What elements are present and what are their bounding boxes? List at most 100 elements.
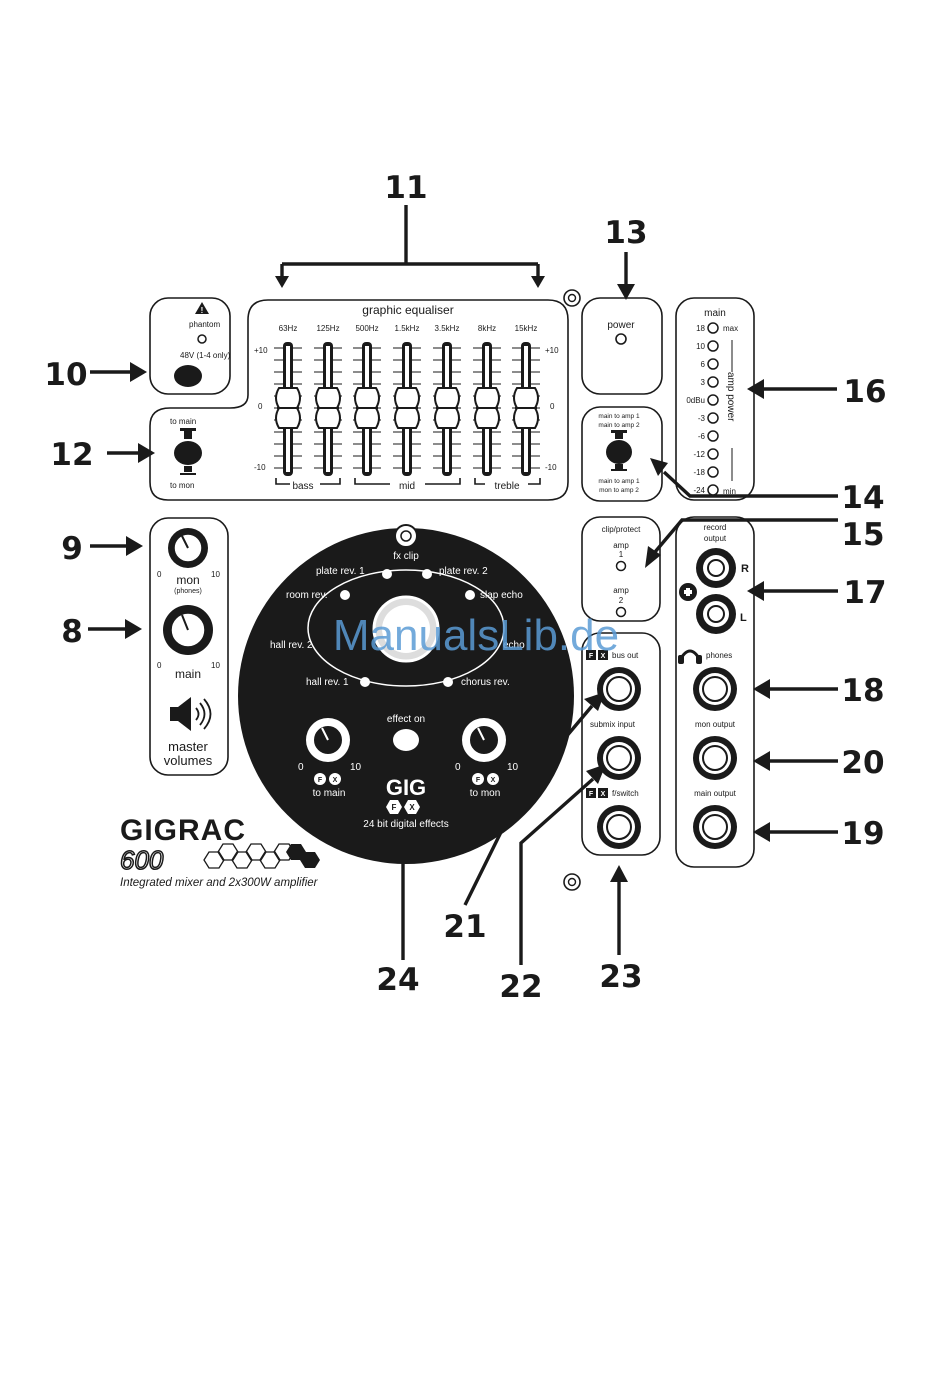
fx-mon-scale-max: 10: [507, 762, 519, 773]
eq-fader[interactable]: [433, 342, 461, 476]
preset-dot: [465, 590, 475, 600]
callout-18: 18: [841, 673, 884, 709]
main-volume-knob[interactable]: [163, 605, 213, 655]
svg-text:F: F: [476, 777, 481, 784]
eq-band-labels: 63Hz 125Hz 500Hz 1.5kHz 3.5kHz 8kHz 15kH…: [279, 324, 538, 333]
preset-label: room rev.: [286, 590, 328, 601]
fx-mon-scale-min: 0: [455, 762, 461, 773]
fx-to-mon-knob[interactable]: [462, 718, 506, 762]
amp-routing-switch[interactable]: [606, 440, 632, 464]
main-volume-label: main: [175, 667, 201, 681]
arrow-10-head: [130, 362, 147, 382]
callout-12: 12: [50, 437, 93, 473]
eq-fader[interactable]: [353, 342, 381, 476]
clip-amp1-number: 1: [619, 550, 624, 559]
eq-fader[interactable]: [393, 342, 421, 476]
svg-text:X: X: [601, 653, 606, 660]
arrow-19-head: [753, 822, 770, 842]
arrow-15-head: [645, 546, 661, 568]
eq-routing-panel: to main to mon: [149, 299, 569, 501]
clip-protect-panel: clip/protect amp 1 amp 2: [581, 516, 661, 622]
arrow-11-head-right: [531, 276, 545, 288]
meter-led: [707, 448, 719, 460]
callout-numbers: 11 13 10 12 16 14 15 9 8 17 18 20 19 21 …: [44, 170, 886, 1005]
brand-block: GIGRAC 600 Integrated mixer and 2x300W a…: [119, 814, 320, 889]
phones-jack[interactable]: [693, 667, 737, 711]
meter-panel-outline: [675, 297, 755, 501]
eq-group-bass: bass: [292, 481, 313, 492]
fx-sockets-panel: F X bus out submix input F X f/switch: [581, 632, 661, 856]
svg-text:X: X: [409, 803, 415, 812]
screw-icon: [563, 289, 581, 307]
eq-band-label: 500Hz: [355, 324, 378, 333]
phantom-switch-label: 48V (1-4 only): [180, 351, 231, 360]
amp-routing-top1: main to amp 1: [598, 413, 640, 420]
routing-switch[interactable]: [174, 441, 202, 465]
callout-10: 10: [44, 357, 87, 393]
phones-output-label: phones: [706, 651, 732, 660]
svg-text:X: X: [491, 777, 496, 784]
fx-main-scale-max: 10: [350, 762, 362, 773]
effects-section: fx clip plate rev. 1 plate rev. 2 room r…: [238, 524, 574, 864]
callout-23: 23: [599, 959, 642, 995]
warning-icon: [195, 302, 209, 314]
record-right-jack[interactable]: [696, 548, 736, 588]
eq-scale-top-left: +10: [254, 346, 268, 355]
preset-label: hall rev. 1: [306, 677, 349, 688]
eq-band-label: 3.5kHz: [435, 324, 460, 333]
fx-to-main-knob[interactable]: [306, 718, 350, 762]
main-output-jack[interactable]: [693, 805, 737, 849]
meter-level-label: -18: [693, 468, 705, 477]
eq-fader[interactable]: [274, 342, 302, 476]
arrow-16-head: [747, 379, 764, 399]
callout-13: 13: [604, 215, 647, 251]
bus-out-jack[interactable]: [597, 667, 641, 711]
power-label: power: [607, 320, 635, 331]
submix-input-jack[interactable]: [597, 736, 641, 780]
meter-led: [707, 358, 719, 370]
fx-clip-led: [400, 530, 412, 542]
power-led: [615, 333, 627, 345]
mon-volume-knob[interactable]: [168, 528, 208, 568]
master-title-line1: master: [168, 739, 208, 754]
arrow-18-head: [753, 679, 770, 699]
meter-led: [707, 430, 719, 442]
preset-label: slap echo: [480, 590, 523, 601]
phantom-48v-switch[interactable]: [174, 365, 202, 387]
preset-dot: [360, 677, 370, 687]
eq-group-treble: treble: [494, 481, 519, 492]
record-left-label: L: [740, 612, 747, 624]
meter-level-label: 18: [696, 324, 705, 333]
fx-logo-icon: F X: [386, 800, 420, 814]
arrow-20-head: [753, 751, 770, 771]
eq-fader[interactable]: [473, 342, 501, 476]
effect-on-switch[interactable]: [393, 729, 419, 751]
meter-level-label: -12: [693, 450, 705, 459]
eq-fader[interactable]: [512, 342, 540, 476]
panel-screws: [563, 289, 581, 891]
preset-dot: [422, 569, 432, 579]
meter-led: [707, 466, 719, 478]
callout-16: 16: [843, 374, 886, 410]
arrow-12-head: [138, 443, 155, 463]
eq-scale-bottom-left: -10: [254, 463, 266, 472]
record-left-jack[interactable]: [696, 594, 736, 634]
arrow-13-head: [617, 284, 635, 300]
fswitch-label: f/switch: [612, 789, 639, 798]
clip-panel-outline: [581, 516, 661, 622]
fswitch-jack[interactable]: [597, 805, 641, 849]
callout-21: 21: [443, 909, 486, 945]
mon-output-jack[interactable]: [693, 736, 737, 780]
brand-name: GIGRAC: [120, 814, 246, 847]
phantom-led: [197, 334, 207, 344]
power-panel-outline: [581, 297, 663, 395]
preset-label: plate rev. 1: [316, 566, 365, 577]
arrow-14-head: [650, 458, 668, 476]
arrow-15: [653, 518, 838, 554]
arrow-8-head: [125, 619, 142, 639]
eq-fader[interactable]: [314, 342, 342, 476]
clip-amp2-label: amp: [613, 586, 629, 595]
amp-routing-panel: main to amp 1 main to amp 2 main to amp …: [581, 406, 663, 502]
main-scale-max: 10: [211, 661, 220, 670]
